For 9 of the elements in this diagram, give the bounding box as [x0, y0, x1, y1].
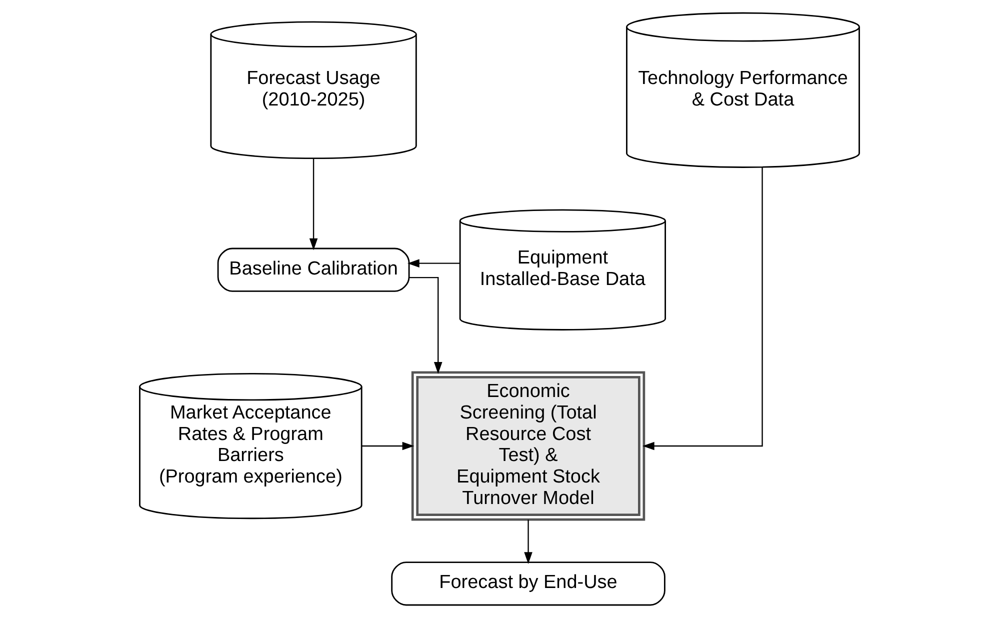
node-box: Forecast by End-Use — [390, 562, 665, 606]
arrow — [524, 520, 532, 564]
arrow — [361, 442, 414, 450]
arrow — [408, 276, 442, 374]
arrow — [642, 167, 762, 450]
arrow — [406, 259, 460, 268]
node-box: Economic Screening (Total Resource Cost Test) & Equipment Stock Turnover Model — [410, 371, 645, 521]
node-box: Baseline Calibration — [216, 248, 410, 292]
arrow — [308, 158, 318, 250]
